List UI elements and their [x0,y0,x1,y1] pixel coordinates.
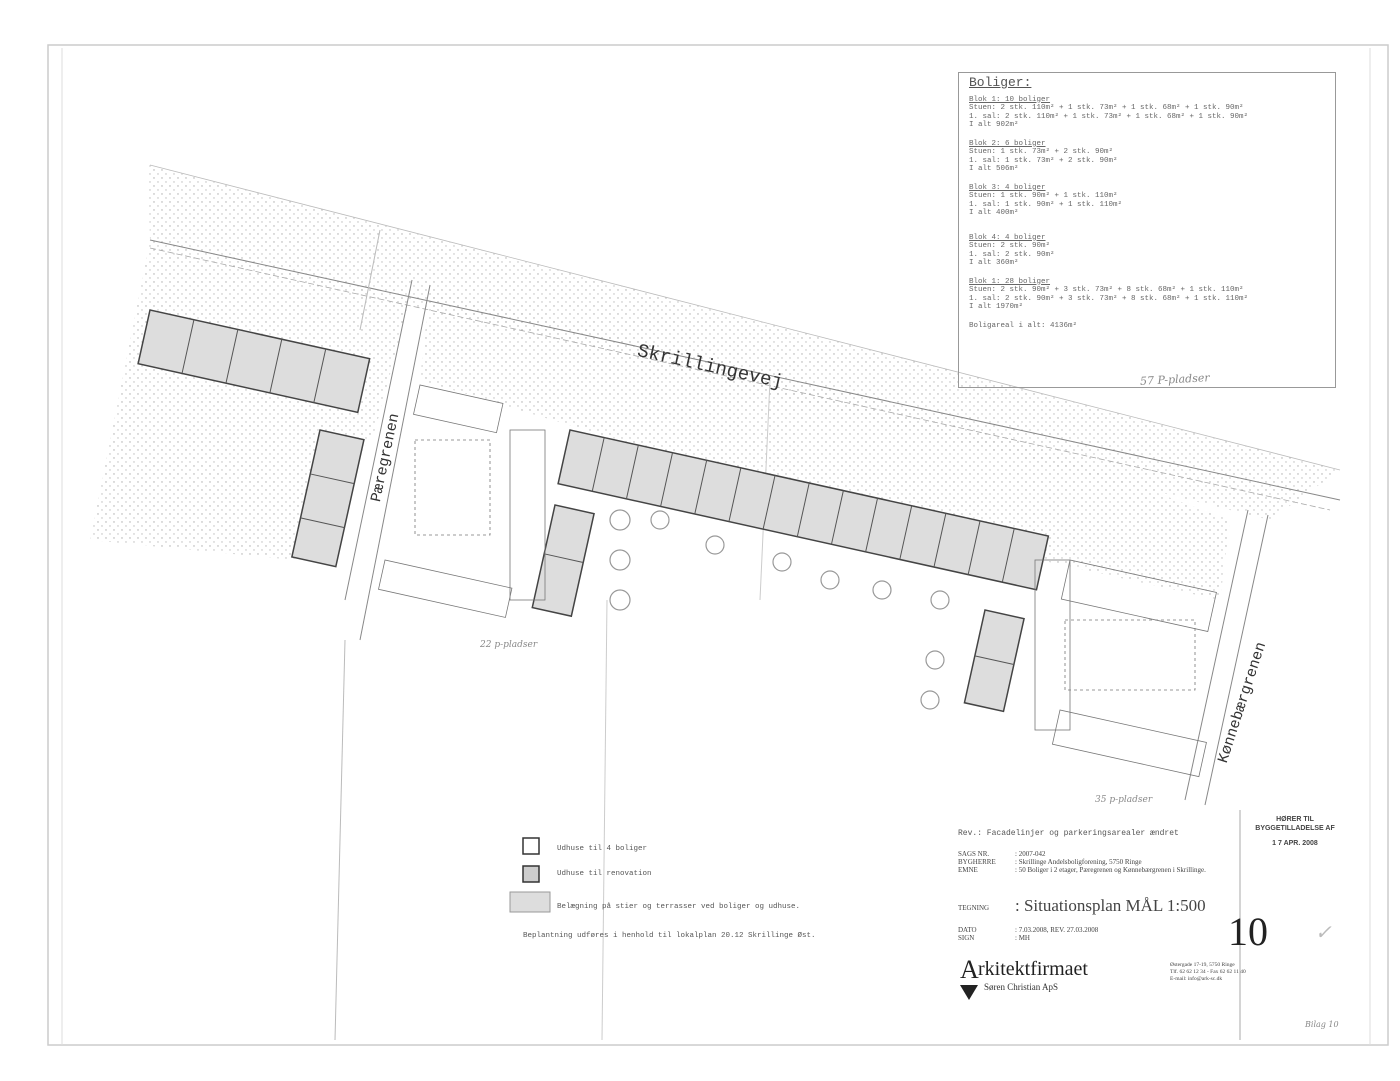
block-line: Stuen: 2 stk. 90m² [969,242,1051,250]
sign-label: SIGN [958,934,975,942]
firm-email: E-mail: info@ark-sc.dk [1170,976,1223,982]
sheet-border [47,44,1389,1046]
date-sign-labels: DATO SIGN [958,926,977,942]
firm-contact: Østergade 17-19, 5750 Ringe Tlf. 62 62 1… [1170,962,1246,983]
housing-total: Boligareal i alt: 4136m² [969,321,1078,330]
client-label: BYGHERRE [958,858,996,866]
block-2-building [290,429,365,568]
stamp-date: 1 7 APR. 2008 [1272,840,1318,847]
legend-symbol-renovation [522,865,540,883]
handwritten-parking-1: 22 p-pladser [480,640,538,650]
handwritten-parking-2: 35 p-pladser [1095,795,1153,805]
sign-value: : MH [1015,934,1030,942]
drawing-label: TEGNING [958,904,990,912]
date-sign-values: : 7.03.2008, REV. 27.03.2008 : MH [1015,926,1098,942]
legend-symbol-sheds [522,837,540,855]
legend-sheds: Udhuse til 4 boliger [557,845,648,853]
block-3-building [531,504,595,618]
block-4-building [963,609,1025,713]
trees [609,509,950,710]
approval-stamp: HØRER TIL BYGGETILLADELSE AF 1 7 APR. 20… [1245,815,1345,848]
firm-logo-initial: A [960,955,979,984]
block-line: I alt 902m² [969,121,1019,129]
planting-note: Beplantning udføres i henhold til lokalp… [523,932,816,940]
stamp-line2: BYGGETILLADELSE AF [1255,825,1335,832]
housing-block-3: Blok 3: 4 boliger Stuen: 1 stk. 90m² + 1… [969,184,1325,218]
block-line: I alt 1970m² [969,303,1024,311]
firm-phone: Tlf. 62 62 12 34 - Fax 62 62 11 40 [1170,969,1246,975]
revision-note: Rev.: Facadelinjer og parkeringsarealer … [958,829,1179,838]
housing-summary-box: Boliger: Blok 1: 10 boliger Stuen: 2 stk… [958,72,1336,388]
block-1-building [137,309,371,414]
green-area-north [148,165,1340,520]
title-block-labels: SAGS NR. BYGHERRE EMNE [958,850,996,874]
housing-block-2: Blok 2: 6 boliger Stuen: 1 stk. 73m² + 2… [969,140,1325,174]
block-line: Stuen: 2 stk. 110m² + 1 stk. 73m² + 1 st… [969,104,1244,112]
housing-title: Boliger: [969,75,1032,90]
block-heading: Blok 1: 10 boliger [969,95,1051,104]
block-line: Stuen: 2 stk. 90m² + 3 stk. 73m² + 8 stk… [969,286,1244,294]
case-value: : 2007-042 [1015,850,1046,858]
block-line: 1. sal: 2 stk. 110m² + 1 stk. 73m² + 1 s… [969,112,1249,121]
block-line: Stuen: 1 stk. 90m² + 1 stk. 110m² [969,192,1118,200]
firm-address: Østergade 17-19, 5750 Ringe [1170,962,1235,968]
legend-renovation: Udhuse til renovation [557,870,652,878]
housing-block-4: Blok 4: 4 boliger Stuen: 2 stk. 90m² 1. … [969,234,1325,268]
check-mark: ✓ [1315,920,1332,944]
date-label: DATO [958,926,977,934]
block-line: 1. sal: 1 stk. 90m² + 1 stk. 110m² [969,200,1123,209]
handwritten-page-ref: Bilag 10 [1305,1020,1339,1029]
sheet-number: 10 [1228,909,1268,954]
block-line: 1. sal: 2 stk. 90m² [969,250,1055,259]
block-line: I alt 506m² [969,165,1019,173]
firm-subtitle: Søren Christian ApS [984,982,1059,992]
block-line: 1. sal: 2 stk. 90m² + 3 stk. 73m² + 8 st… [969,294,1249,303]
housing-block-5: Blok 1: 28 boliger Stuen: 2 stk. 90m² + … [969,278,1325,312]
housing-block-1: Blok 1: 10 boliger Stuen: 2 stk. 110m² +… [969,96,1325,130]
firm-name: rkitektfirmaet [978,958,1088,980]
green-area-mid [420,290,1230,600]
date-value: : 7.03.2008, REV. 27.03.2008 [1015,926,1099,934]
block-heading: Blok 3: 4 boliger [969,183,1046,192]
legend-paving: Belægning på stier og terrasser ved boli… [557,903,801,911]
legend-symbol-paving [509,891,551,913]
subject-value: : 50 Boliger i 2 etager, Pæregrenen og K… [1015,866,1206,874]
subject-label: EMNE [958,866,978,874]
block-heading: Blok 4: 4 boliger [969,233,1046,242]
block-line: Stuen: 1 stk. 73m² + 2 stk. 90m² [969,148,1114,156]
parking-and-sheds [378,384,1217,778]
block-line: 1. sal: 1 stk. 73m² + 2 stk. 90m² [969,156,1118,165]
block-line: I alt 360m² [969,259,1019,267]
stamp-line1: HØRER TIL [1276,816,1314,823]
drawing-title: : Situationsplan MÅL 1:500 [1015,896,1206,915]
client-value: : Skrillinge Andelsboligforening, 5750 R… [1015,858,1142,866]
block-heading: Blok 2: 6 boliger [969,139,1046,148]
block-line: I alt 400m² [969,209,1019,217]
firm-logo-icon [960,985,978,1000]
block-heading: Blok 1: 28 boliger [969,277,1051,286]
block-5-building [557,429,1050,591]
case-label: SAGS NR. [958,850,990,858]
title-block-values: : 2007-042 : Skrillinge Andelsboligforen… [1015,850,1206,874]
